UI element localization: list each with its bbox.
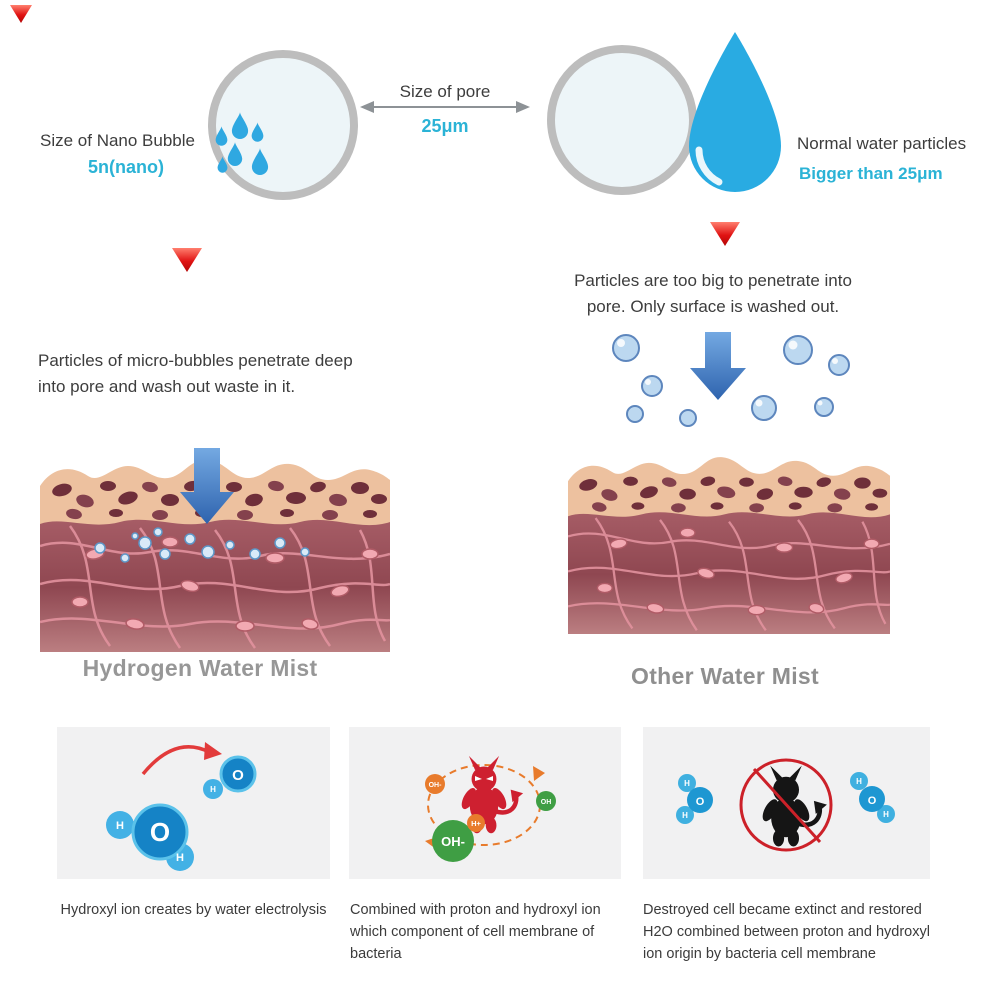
nano-bubble-label: Size of Nano Bubble	[40, 131, 195, 150]
h-atom	[203, 779, 223, 799]
proton-ion	[467, 814, 485, 832]
o-label: O	[696, 796, 705, 808]
h-atom	[678, 774, 696, 792]
skin-cross-section-right	[568, 455, 890, 634]
o-atom	[687, 787, 713, 813]
h-atom	[850, 772, 868, 790]
o-label: O	[150, 817, 170, 847]
h-atom	[106, 811, 134, 839]
down-arrow-icon-right	[690, 332, 746, 400]
oh-label: OH	[541, 799, 552, 806]
caption-electrolysis: Hydroxyl ion creates by water electrolys…	[60, 902, 327, 918]
nano-bubble-value: 5n(nano)	[88, 157, 164, 177]
red-pointer-icon-topleft	[10, 5, 32, 23]
oh-minus-label-big: OH-	[441, 834, 465, 849]
double-arrow-icon	[360, 101, 530, 113]
o-atom	[219, 755, 257, 793]
h-label: H	[116, 820, 124, 832]
h-label: H	[682, 811, 688, 820]
ion-attack-illustration: OH- OH H+ OH-	[425, 727, 556, 862]
h-atom	[877, 805, 895, 823]
h-label: H	[856, 777, 862, 786]
h-atom	[676, 806, 694, 824]
skin-cross-section-left	[40, 448, 390, 652]
h-label: H	[883, 810, 889, 819]
right-heading: Other Water Mist	[631, 663, 819, 689]
card-destroyed-cell: O H H O H H	[643, 727, 930, 879]
electrolysis-illustration: O H O H H	[106, 742, 257, 871]
curved-arrow-icon	[141, 745, 210, 776]
pore-size-label: Size of pore	[399, 82, 491, 101]
caption-ion-attack: Combined with proton and hydroxyl ion wh…	[350, 902, 601, 962]
oh-ion	[536, 791, 556, 811]
pore-circle-left	[208, 50, 358, 200]
prohibition-icon	[739, 758, 833, 852]
prohibition-slash	[752, 767, 822, 844]
oh-minus-label: OH-	[429, 782, 443, 789]
pore-size-value: 25μm	[421, 116, 469, 136]
card-electrolysis: O H O H H	[57, 727, 330, 879]
caption-destroyed-cell: Destroyed cell became extinct and restor…	[643, 902, 930, 962]
h-label: H	[176, 852, 184, 864]
o-label: O	[868, 795, 877, 807]
water-drop-icon	[689, 32, 781, 192]
left-heading: Hydrogen Water Mist	[82, 655, 318, 681]
devil-icon-black	[760, 766, 827, 847]
o-atom	[131, 803, 189, 861]
hydroxyl-ion	[432, 820, 474, 862]
pore-circle-right	[547, 45, 697, 195]
normal-water-value: Bigger than 25μm	[799, 164, 943, 183]
destroyed-cell-illustration: O H H O H H	[676, 758, 895, 852]
h-plus-label: H+	[471, 819, 481, 828]
micro-bubbles-in-skin	[94, 527, 310, 563]
left-note: Particles of micro-bubbles penetrate dee…	[38, 351, 353, 397]
o-atom	[859, 786, 885, 812]
down-arrow-icon-left	[180, 448, 234, 524]
h-label: H	[684, 779, 690, 788]
red-pointer-icon-right	[710, 222, 740, 246]
right-note: Particles are too big to penetrate into …	[574, 271, 852, 317]
big-water-particles	[612, 334, 850, 427]
card-ion-attack: OH- OH H+ OH-	[349, 727, 621, 879]
h-label: H	[210, 785, 216, 794]
red-pointer-icon-left	[172, 248, 202, 272]
oh-ion	[425, 774, 445, 794]
normal-water-label: Normal water particles	[797, 134, 967, 153]
nano-bubbles-icon	[215, 112, 269, 175]
o-label: O	[232, 767, 244, 784]
